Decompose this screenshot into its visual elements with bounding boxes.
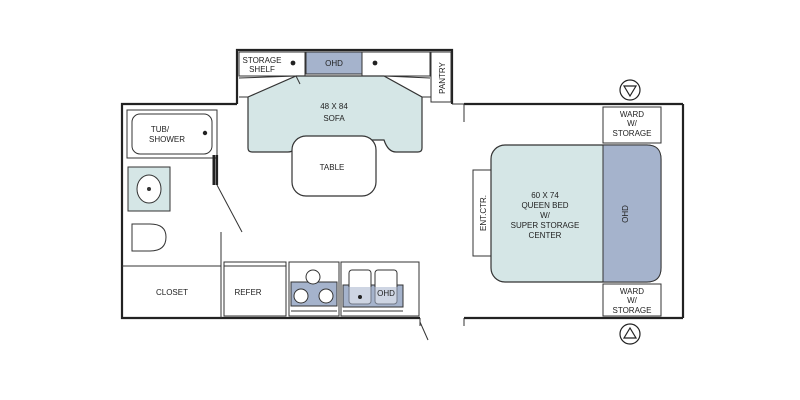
pantry-label: PANTRY — [438, 61, 447, 93]
burner-icon — [318, 288, 334, 304]
entry-door-swing-icon — [419, 321, 429, 341]
stove — [288, 261, 340, 317]
bed-label-4: CENTER — [529, 231, 562, 240]
wardrobe-bottom: WARD W/ STORAGE — [602, 283, 662, 317]
tub-label-1: TUB/ — [151, 125, 170, 134]
queen-bed: 60 X 74 QUEEN BED W/ SUPER STORAGE CENTE… — [490, 144, 662, 283]
bathroom: TUB/ SHOWER — [126, 109, 243, 318]
exterior-walls — [120, 48, 685, 320]
wardrobe-top: WARD W/ STORAGE — [602, 106, 662, 144]
burner-icon — [293, 288, 309, 304]
ward-top-label-3: STORAGE — [613, 129, 652, 138]
closet-label: CLOSET — [156, 288, 188, 297]
entertainment-center: ENT.CTR. — [472, 169, 492, 257]
dinette-table: TABLE — [291, 135, 377, 197]
top-overhead-cabinet: OHD — [305, 51, 431, 77]
bed-label-1: QUEEN BED — [521, 201, 568, 210]
ward-bottom-label-1: WARD — [620, 287, 644, 296]
ohd-bed-label: OHD — [621, 205, 630, 223]
tub-label-2: SHOWER — [149, 135, 185, 144]
corner-marker-bottom-icon — [619, 323, 641, 345]
sofa-label: SOFA — [323, 114, 345, 123]
shelf-knob-icon — [290, 60, 296, 66]
kitchen-counter: OHD — [340, 261, 420, 317]
sofa-size-label: 48 X 84 — [320, 102, 348, 111]
corner-marker-top-icon — [619, 79, 641, 101]
ward-top-label-1: WARD — [620, 110, 644, 119]
bed-label-2: W/ — [540, 211, 551, 220]
ward-bottom-label-3: STORAGE — [613, 306, 652, 315]
ohd-top-label: OHD — [325, 59, 343, 68]
storage-shelf: STORAGE SHELF — [238, 51, 306, 77]
ent-ctr-label: ENT.CTR. — [479, 195, 488, 231]
tub-drain-icon — [202, 130, 208, 136]
refrigerator: REFER — [223, 261, 287, 317]
closet: CLOSET — [122, 265, 221, 297]
storage-shelf-label-1: STORAGE — [243, 56, 282, 65]
sofa: 48 X 84 SOFA — [238, 75, 431, 153]
entry-door — [419, 318, 465, 341]
storage-shelf-label-2: SHELF — [249, 65, 275, 74]
table-label: TABLE — [320, 163, 345, 172]
pantry: PANTRY — [430, 51, 452, 103]
ohd-kitchen-label: OHD — [377, 289, 395, 298]
refer-label: REFER — [234, 288, 261, 297]
bed-label-3: SUPER STORAGE — [511, 221, 580, 230]
bathroom-door-icon — [216, 184, 243, 233]
bed-size-label: 60 X 74 — [531, 191, 559, 200]
sink-drain-icon — [358, 295, 362, 299]
ward-bottom-label-2: W/ — [627, 296, 638, 305]
ward-top-label-2: W/ — [627, 119, 638, 128]
shelf-knob-icon — [372, 60, 378, 66]
burner-icon — [305, 269, 321, 285]
toilet-icon — [131, 223, 167, 252]
